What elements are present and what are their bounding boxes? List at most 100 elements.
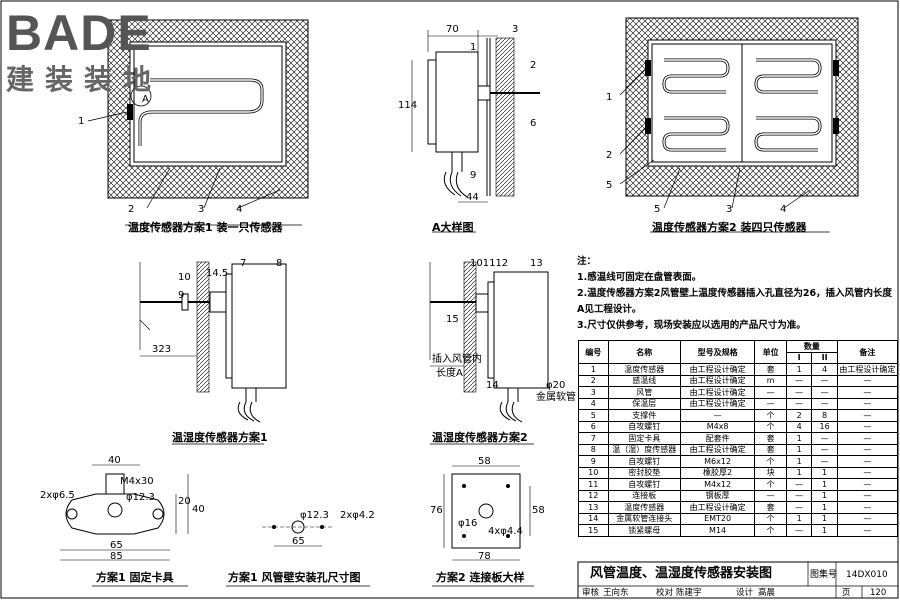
label-s1: 1 xyxy=(606,92,613,103)
detail-a-diagram xyxy=(411,30,540,233)
label-2: 2 xyxy=(128,204,135,215)
table-cell: — xyxy=(836,374,899,387)
table-cell: 个 xyxy=(754,420,787,433)
table-cell: — xyxy=(754,397,787,410)
label-s4: 4 xyxy=(780,204,787,215)
table-cell: 由工程设计确定 xyxy=(679,501,756,514)
table-cell: 1 xyxy=(785,455,813,468)
table-cell: 套 xyxy=(754,501,787,514)
table-cell: — xyxy=(836,478,899,491)
drawing-title: 风管温度、温湿度传感器安装图 xyxy=(590,566,773,581)
clamp-diagram xyxy=(60,464,189,587)
table-cell: 4 xyxy=(578,397,609,410)
brand-logo: BADE 建装装地 xyxy=(6,2,186,102)
table-cell: 由工程设计确定 xyxy=(679,443,756,456)
table-cell: 橡胶厚2 xyxy=(679,466,756,479)
brand-subtitle: 建装装地 xyxy=(6,63,163,96)
notes-block: 注： 1.感温线可固定在盘管表面。 2.温度传感器方案2风管壁上温度传感器插入孔… xyxy=(577,254,897,334)
table-cell: 1 xyxy=(785,432,813,445)
table-cell: 1 xyxy=(811,524,838,537)
review-label: 审核 xyxy=(582,588,600,598)
label-h7: 7 xyxy=(240,258,247,269)
table-cell: 8 xyxy=(578,443,609,456)
table-cell: — xyxy=(811,432,838,445)
table-cell: 由工程设计确定 xyxy=(679,374,756,387)
label-h14: 14 xyxy=(486,380,499,391)
designer-name: 高晨 xyxy=(758,588,776,598)
table-cell: 1 xyxy=(811,489,838,502)
table-cell: M4x12 xyxy=(679,478,756,491)
table-cell: — xyxy=(836,420,899,433)
scheme2-diagram xyxy=(619,17,859,233)
bom-header-qty: 数量 xyxy=(785,340,838,353)
label-h8: 8 xyxy=(276,258,283,269)
table-cell: 套 xyxy=(754,443,787,456)
table-cell: 风管 xyxy=(607,386,681,399)
page-number: 120 xyxy=(870,588,887,598)
label-s2: 2 xyxy=(606,150,613,161)
dim-plate-78: 78 xyxy=(478,551,491,562)
dim-plate-76: 76 xyxy=(430,505,443,516)
dim-hole-65: 65 xyxy=(292,536,305,547)
dim-clamp-85: 85 xyxy=(110,551,123,562)
table-cell: 套 xyxy=(754,363,787,376)
bom-header-remark: 备注 xyxy=(836,340,899,364)
table-cell: 由工程设计确定 xyxy=(679,386,756,399)
table-cell: — xyxy=(836,524,899,537)
design-label: 设计 xyxy=(736,588,754,598)
table-cell: 7 xyxy=(578,432,609,445)
label-a6: 6 xyxy=(530,118,537,129)
dim-clamp-40b: 40 xyxy=(192,504,205,515)
dim-plate-58b: 58 xyxy=(532,505,545,516)
plate-diagram xyxy=(432,465,534,587)
table-cell: 自攻螺钉 xyxy=(607,420,681,433)
note-2: 2.温度传感器方案2风管壁上温度传感器插入孔直径为26，插入风管内长度A见工程设… xyxy=(577,288,893,315)
note-1: 1.感温线可固定在盘管表面。 xyxy=(577,272,702,283)
table-cell: 个 xyxy=(754,455,787,468)
table-cell: 个 xyxy=(754,478,787,491)
table-cell: 10 xyxy=(578,466,609,479)
bom-header-name: 名称 xyxy=(607,340,681,364)
table-cell: M6x12 xyxy=(679,455,756,468)
table-cell: M14 xyxy=(679,524,756,537)
label-h9: 9 xyxy=(178,290,185,301)
label-a3: 3 xyxy=(512,24,519,35)
table-cell: 保温层 xyxy=(607,397,681,410)
table-cell: 2 xyxy=(578,374,609,387)
table-cell: 5 xyxy=(578,409,609,422)
table-cell: 1 xyxy=(811,512,838,525)
label-a1: 1 xyxy=(470,42,477,53)
table-cell: 温度传感器 xyxy=(607,363,681,376)
dim-70: 70 xyxy=(446,24,459,35)
brand-name: BADE xyxy=(6,5,152,61)
table-cell: M4x8 xyxy=(679,420,756,433)
label-4: 4 xyxy=(236,204,243,215)
table-cell: 4 xyxy=(785,420,813,433)
table-cell: 4 xyxy=(811,363,838,376)
hum1-diagram xyxy=(139,261,287,445)
table-cell: — xyxy=(836,432,899,445)
notes-title: 注： xyxy=(577,256,597,267)
table-cell: 块 xyxy=(754,466,787,479)
dim-323: 323 xyxy=(152,344,172,355)
table-cell: 15 xyxy=(578,524,609,537)
label-phi20: φ20 xyxy=(546,380,566,391)
table-cell: — xyxy=(811,397,838,410)
table-cell: 2 xyxy=(785,409,813,422)
label-h13: 13 xyxy=(530,258,543,269)
reviewer-name: 王向东 xyxy=(603,588,629,598)
table-cell: — xyxy=(785,478,813,491)
caption-clamp: 方案1 固定卡具 xyxy=(96,571,174,584)
dim-114: 114 xyxy=(398,100,418,111)
bom-header-no: 编号 xyxy=(578,340,609,364)
label-plate-phi16: φ16 xyxy=(458,518,478,529)
table-cell: 1 xyxy=(785,466,813,479)
table-cell: 密封胶垫 xyxy=(607,466,681,479)
